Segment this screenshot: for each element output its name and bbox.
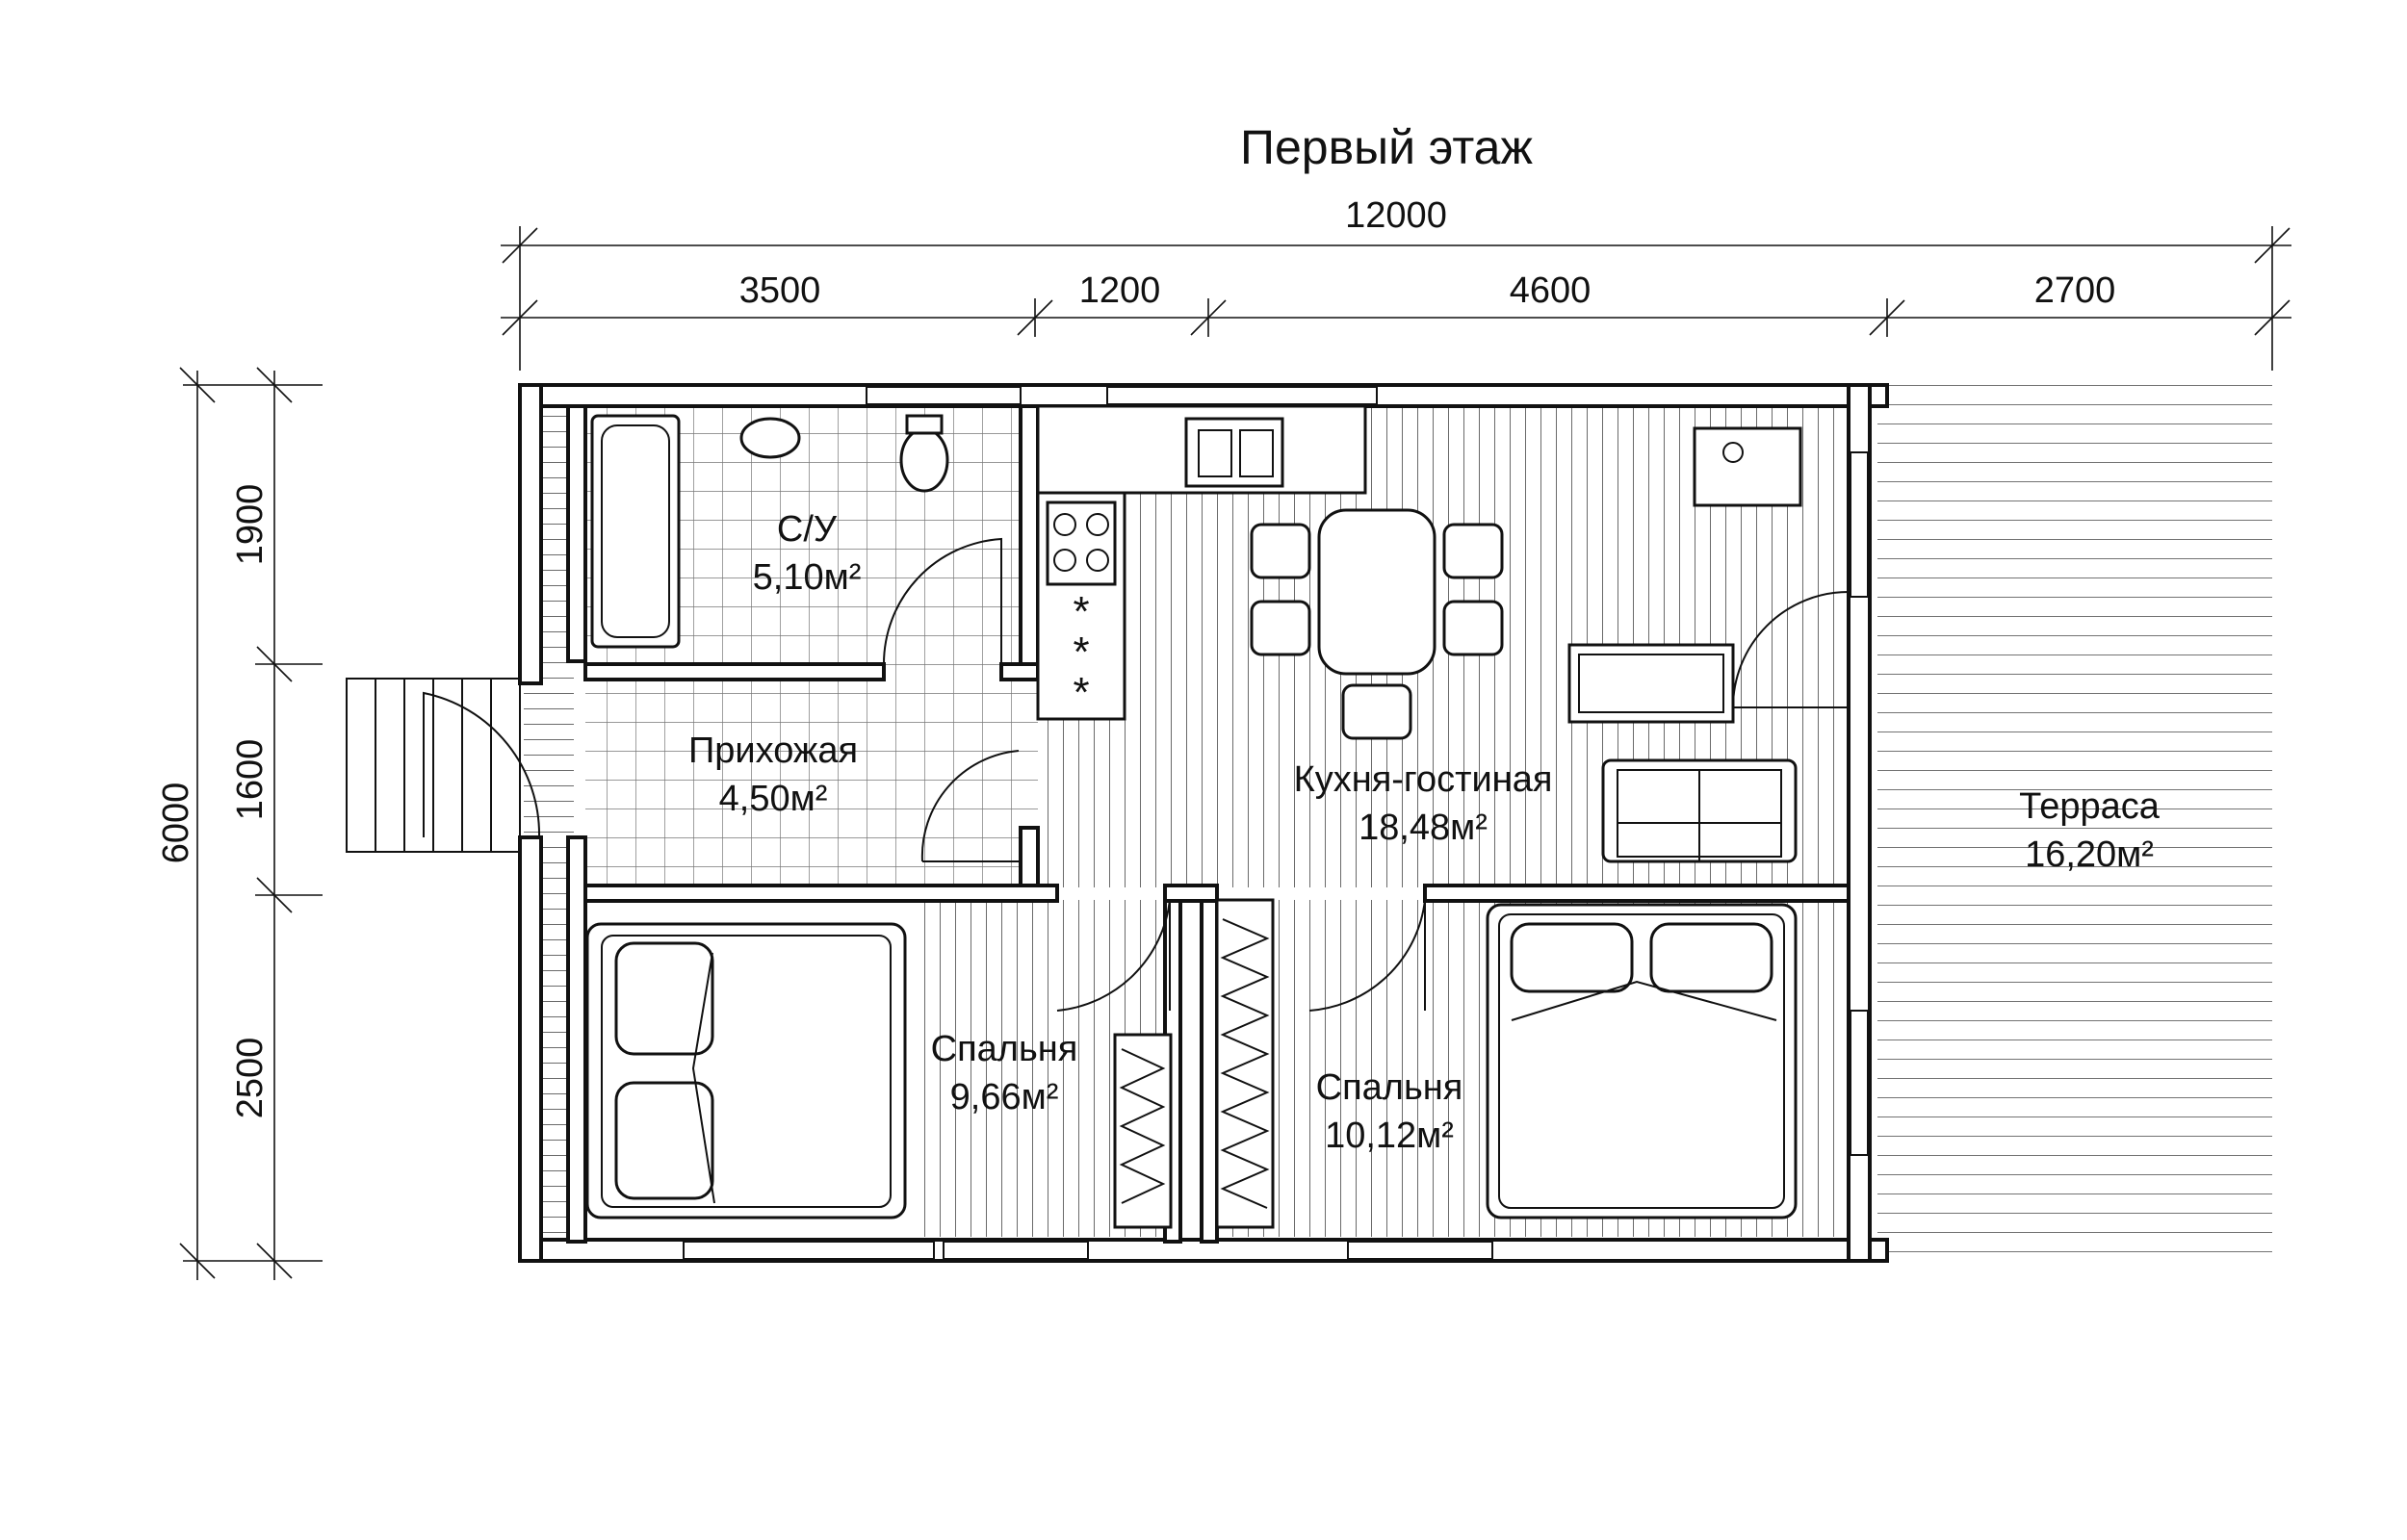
top-dimensions: 12000 3500 1200 4600 2700 — [501, 195, 2291, 371]
dim-segment-1: 3500 — [739, 270, 821, 311]
dim-total-height: 6000 — [156, 783, 196, 864]
dining-table — [1317, 508, 1436, 676]
room-area-bedroom-small: 9,66м² — [950, 1077, 1059, 1117]
dining-chair — [1250, 600, 1311, 656]
dining-chair — [1442, 600, 1504, 656]
room-name-hall: Прихожая — [688, 731, 858, 771]
room-labels: С/У 5,10м² Прихожая 4,50м² Кухня-гостина… — [688, 509, 2161, 1156]
dim-segment-4: 2700 — [2034, 270, 2116, 311]
kitchen-fixtures: * * * — [1036, 404, 1802, 863]
plan-title: Первый этаж — [1240, 120, 1533, 174]
wardrobe-small — [1113, 1033, 1173, 1229]
room-name-bathroom: С/У — [777, 509, 838, 550]
room-name-terrace: Терраса — [2019, 786, 2161, 827]
dim-vertical-3: 2500 — [230, 1038, 271, 1119]
bathtub — [590, 414, 681, 649]
dim-segment-2: 1200 — [1079, 270, 1161, 311]
bathroom-fixtures — [590, 414, 949, 649]
terrace-deck — [1877, 385, 2272, 1261]
room-name-bedroom-small: Спальня — [931, 1029, 1078, 1069]
dining-chair — [1341, 683, 1412, 740]
fridge — [1693, 426, 1802, 507]
pillow — [614, 941, 714, 1056]
left-dimensions: 6000 1900 1600 2500 — [156, 367, 323, 1280]
room-area-terrace: 16,20м² — [2025, 834, 2154, 875]
dim-total-width: 12000 — [1345, 195, 1447, 236]
windows — [683, 386, 1869, 1260]
room-area-hall: 4,50м² — [719, 779, 828, 819]
dim-vertical-2: 1600 — [230, 739, 271, 821]
bedroom-large-furniture — [1215, 898, 1798, 1229]
room-area-kitchen-living: 18,48м² — [1359, 808, 1488, 848]
pillow — [1510, 922, 1634, 993]
bedroom-small-furniture — [585, 922, 1173, 1229]
room-name-kitchen-living: Кухня-гостиная — [1294, 759, 1553, 800]
stove-mark-1: * — [1073, 588, 1089, 635]
dim-vertical-1: 1900 — [230, 484, 271, 566]
pillow — [614, 1081, 714, 1200]
dining-chair — [1250, 523, 1311, 579]
stove-mark-2: * — [1073, 629, 1089, 676]
room-name-bedroom-large: Спальня — [1316, 1067, 1463, 1108]
room-area-bathroom: 5,10м² — [753, 557, 862, 598]
stove-mark-3: * — [1073, 669, 1089, 716]
toilet — [899, 427, 949, 493]
tv-unit — [1567, 643, 1735, 724]
sofa — [1601, 758, 1798, 863]
entry-steps — [346, 678, 541, 853]
hall-floor — [585, 671, 1038, 887]
washbasin — [739, 417, 801, 459]
stove-icon — [1046, 500, 1117, 586]
room-area-bedroom-large: 10,12м² — [1325, 1116, 1454, 1156]
pillow — [1649, 922, 1773, 993]
dining-chair — [1442, 523, 1504, 579]
dim-segment-3: 4600 — [1510, 270, 1592, 311]
